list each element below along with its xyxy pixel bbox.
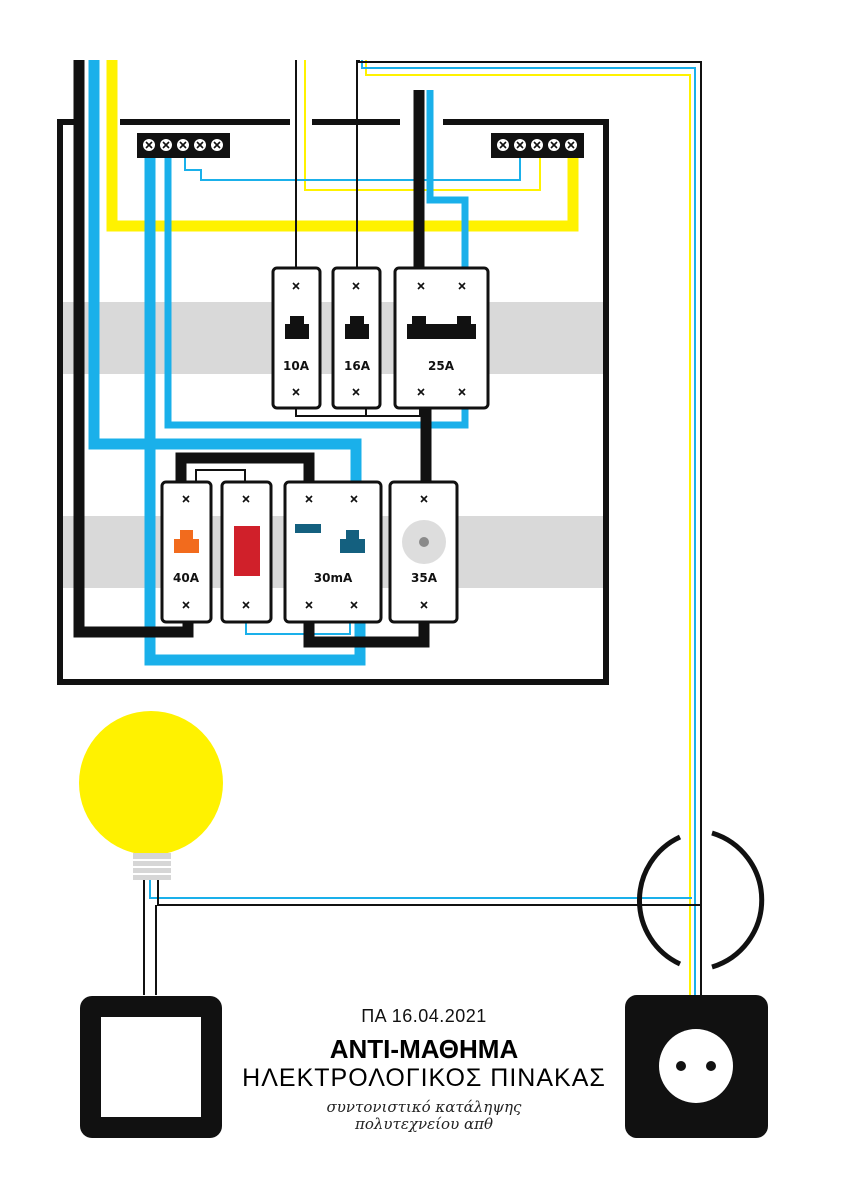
light-bulb-icon — [79, 711, 223, 880]
event-date: ΠΑ 16.04.2021 — [361, 1006, 487, 1026]
event-title: ΑΝΤΙ-ΜΑΘΗΜΑ — [330, 1034, 519, 1064]
breaker-10a[interactable]: 10A — [271, 266, 322, 410]
live-wire — [73, 60, 702, 995]
organizer-line-1: συντονιστικό κατάληψης — [327, 1098, 522, 1116]
rcd-30ma-label: 30mA — [314, 571, 353, 585]
terminal-block-left — [137, 133, 230, 158]
rcd-test-button[interactable] — [295, 524, 321, 533]
meter-35a: 35A — [388, 480, 459, 624]
event-subtitle: ΗΛΕΚΤΡΟΛΟΓΙΚΟΣ ΠΙΝΑΚΑΣ — [242, 1064, 606, 1092]
organizer-line-2: πολυτεχνείου απθ — [354, 1115, 493, 1133]
breaker-10a-label: 10A — [283, 359, 310, 373]
main-switch-40a-label: 40A — [173, 571, 200, 585]
indicator-module — [220, 480, 273, 624]
junction-box-icon — [637, 830, 765, 970]
breaker-16a[interactable]: 16A — [331, 266, 382, 410]
breaker-16a-label: 16A — [344, 359, 371, 373]
breaker-25a[interactable]: 25A — [393, 266, 490, 410]
light-switch-icon[interactable] — [80, 996, 222, 1138]
power-socket-icon[interactable] — [625, 995, 768, 1138]
main-switch-40a[interactable]: 40A — [160, 480, 213, 624]
meter-35a-label: 35A — [411, 571, 438, 585]
indicator-light — [234, 526, 260, 576]
breaker-25a-label: 25A — [428, 359, 455, 373]
terminal-block-right — [491, 133, 584, 158]
rcd-30ma[interactable]: 30mA — [283, 480, 383, 624]
